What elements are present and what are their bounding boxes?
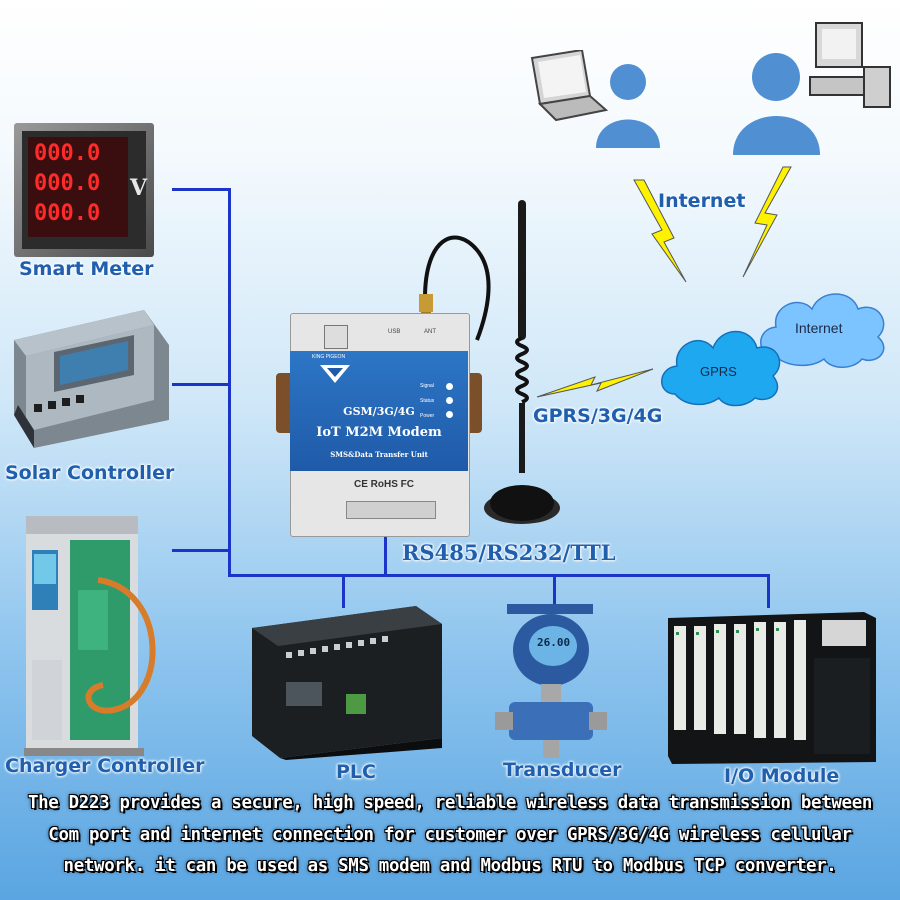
modem-cert-label: CE RoHS FC (354, 479, 414, 490)
meter-display-2: 000.0 (34, 171, 101, 196)
modem-brand-label: KING PIGEON (312, 354, 346, 360)
io-module-device (668, 612, 876, 764)
desktop-user-icon (733, 22, 891, 155)
internet-cloud-icon (760, 293, 885, 368)
modem-led-power: Power (420, 413, 435, 419)
meter-display-1: 000.0 (34, 141, 101, 166)
meter-unit: V (130, 175, 148, 201)
smart-meter-device: 000.0 000.0 000.0 V (14, 123, 154, 257)
meter-display-3: 000.0 (34, 201, 101, 226)
wireless-link-label: GPRS/3G/4G (533, 405, 663, 427)
modem-led-signal: Signal (420, 383, 434, 389)
transducer-device (495, 604, 607, 758)
lightning-left-icon (633, 179, 687, 283)
caption-line-3: network. it can be used as SMS modem and… (63, 856, 837, 876)
modem-logo-icon (320, 365, 350, 383)
iot-m2m-modem-device: USB ANT KING PIGEON Signal Status Power … (276, 313, 482, 537)
caption-line-1: The D223 provides a secure, high speed, … (27, 793, 873, 813)
lightning-right-icon (742, 166, 792, 278)
charger-controller-label: Charger Controller (5, 755, 205, 777)
smart-meter-label: Smart Meter (19, 258, 154, 280)
modem-usb-label: USB (388, 329, 401, 335)
wireless-link-bolt-icon (536, 368, 654, 398)
modem-ant-label: ANT (424, 329, 436, 335)
gprs-cloud-label: GPRS (700, 364, 737, 379)
transducer-display: 26.00 (537, 636, 571, 649)
modem-led-status: Status (420, 398, 435, 404)
solar-controller-label: Solar Controller (5, 462, 175, 484)
caption-line-2: Com port and internet connection for cus… (48, 825, 852, 845)
internet-cloud-label: Internet (795, 320, 843, 336)
modem-line2: IoT M2M Modem (316, 425, 442, 440)
io-module-label: I/O Module (724, 765, 840, 787)
stick-antenna-icon (484, 200, 560, 524)
gprs-cloud-icon (661, 330, 781, 407)
modem-line3: SMS&Data Transfer Unit (330, 450, 428, 459)
transducer-label: Transducer (503, 759, 622, 781)
internet-label: Internet (658, 190, 746, 212)
plc-device (252, 606, 442, 760)
charger-controller-device (24, 516, 156, 756)
serial-bus-label: RS485/RS232/TTL (402, 540, 616, 565)
laptop-user-icon (530, 50, 660, 148)
plc-label: PLC (336, 761, 376, 783)
modem-line1: GSM/3G/4G (343, 405, 415, 418)
solar-controller-device (14, 310, 169, 448)
